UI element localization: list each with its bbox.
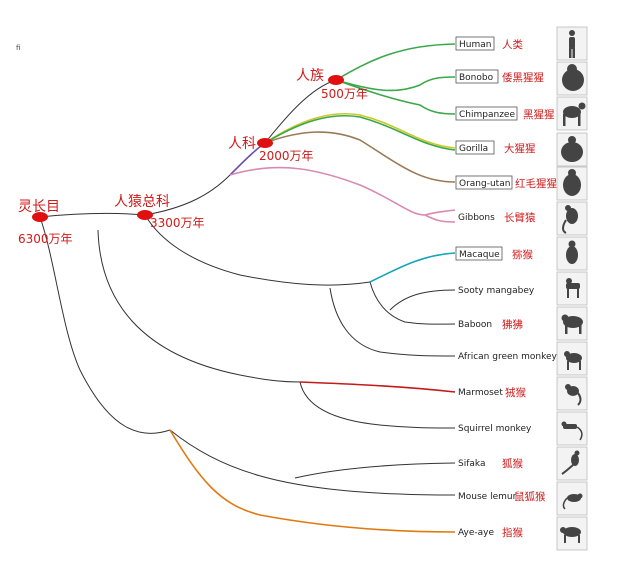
node-name-hominoidea: 人猿总科 xyxy=(114,194,170,210)
species-box-bonobo xyxy=(455,69,499,84)
chimpanzee-icon xyxy=(556,96,588,131)
species-en-squirrel-monkey: Squirrel monkey xyxy=(458,424,532,434)
species-box-gorilla xyxy=(455,140,495,155)
macaque-icon xyxy=(556,236,588,271)
branch-hominoidea-to-hominidae xyxy=(144,174,231,216)
human-icon xyxy=(556,26,588,61)
branch-gorilla-green xyxy=(264,114,456,151)
species-zh-aye-aye: 指猴 xyxy=(502,526,523,539)
tree-branches xyxy=(39,79,456,496)
node-age-hominidae: 2000万年 xyxy=(259,149,314,163)
node-age-homininae: 500万年 xyxy=(321,87,368,101)
squirrel-monkey-icon xyxy=(556,411,588,446)
mouse-lemur-icon xyxy=(556,481,588,516)
species-en-gorilla: Gorilla xyxy=(459,144,488,154)
branch-gorilla-yellow xyxy=(264,112,456,149)
species-labels: Human 人类 Bonobo 倭黑猩猩 Chimpanzee 黑猩猩 Gori… xyxy=(455,36,557,539)
species-zh-macaque: 猕猴 xyxy=(512,248,533,261)
green-monkey-icon xyxy=(556,341,588,376)
branch-to-old-world-monkeys xyxy=(144,214,371,286)
branch-aye-aye-orange xyxy=(169,429,456,533)
node-name-primates: 灵长目 xyxy=(18,199,60,215)
branch-primates-to-hominoidea xyxy=(39,213,146,218)
species-zh-gibbons: 长臂猿 xyxy=(504,211,536,224)
species-en-bonobo: Bonobo xyxy=(459,73,494,83)
node-age-hominoidea: 3300万年 xyxy=(150,216,205,230)
species-en-human: Human xyxy=(459,40,491,50)
branch-papionini xyxy=(369,281,456,325)
branch-afr-green xyxy=(329,287,456,357)
gibbon-icon xyxy=(556,201,588,236)
node-dot-hominidae xyxy=(257,138,273,148)
branch-gibbon-pink-2 xyxy=(424,214,456,223)
branch-sooty xyxy=(389,289,456,311)
species-box-orangutan xyxy=(455,175,513,190)
species-en-macaque: Macaque xyxy=(459,250,500,260)
orangutan-icon xyxy=(556,166,588,201)
species-en-african-green-monkey: African green monkey xyxy=(458,352,557,362)
corner-mark: fi xyxy=(16,44,20,52)
species-en-sifaka: Sifaka xyxy=(458,459,485,469)
branch-primates-to-strepsirrhini xyxy=(39,216,171,434)
species-zh-bonobo: 倭黑猩猩 xyxy=(502,72,544,84)
node-dot-hominoidea xyxy=(137,210,153,220)
species-en-mouse-lemur: Mouse lemur xyxy=(458,492,517,502)
branch-macaque-teal xyxy=(369,252,456,283)
branch-human-green xyxy=(335,43,456,81)
species-box-human xyxy=(455,36,495,51)
branch-orangutan-brown xyxy=(264,131,456,183)
node-name-hominidae: 人科 xyxy=(228,136,256,152)
sifaka-icon xyxy=(556,446,588,481)
species-zh-baboon: 狒狒 xyxy=(502,318,523,331)
branch-bonobo-green xyxy=(335,76,456,92)
branch-marmoset-red xyxy=(299,381,456,393)
branch-squirrel xyxy=(299,381,456,429)
node-dot-primates xyxy=(32,212,48,222)
species-en-orangutan: Orang-utan xyxy=(459,179,510,189)
colored-branches xyxy=(169,43,456,533)
branch-to-new-world xyxy=(97,229,301,383)
marmoset-icon xyxy=(556,376,588,411)
species-zh-human: 人类 xyxy=(502,38,523,51)
branch-chimp-green xyxy=(335,79,456,115)
bonobo-icon xyxy=(556,61,588,96)
species-zh-chimpanzee: 黑猩猩 xyxy=(523,109,555,121)
aye-aye-icon xyxy=(556,516,588,551)
species-zh-gorilla: 大猩猩 xyxy=(504,142,536,155)
node-markers xyxy=(32,75,344,222)
species-box-chimpanzee xyxy=(455,106,518,121)
gorilla-icon xyxy=(556,132,588,167)
species-en-aye-aye: Aye-aye xyxy=(458,528,494,538)
baboon-icon xyxy=(556,306,588,341)
species-en-baboon: Baboon xyxy=(458,320,492,330)
branch-gibbon-pink xyxy=(229,166,456,216)
branch-hominidae-to-homininae xyxy=(264,79,337,144)
species-zh-orangutan: 红毛猩猩 xyxy=(515,177,557,190)
node-labels: 灵长目 6300万年 人猿总科 3300万年 人科 2000万年 人族 500万… xyxy=(18,68,368,246)
node-name-homininae: 人族 xyxy=(296,68,324,84)
species-en-gibbons: Gibbons xyxy=(458,213,495,223)
branch-lemuriformes xyxy=(169,429,456,496)
species-en-sooty-mangabey: Sooty mangabey xyxy=(458,286,535,296)
species-box-macaque xyxy=(455,246,503,261)
species-en-chimpanzee: Chimpanzee xyxy=(459,110,515,120)
species-zh-marmoset: 狨猴 xyxy=(505,386,526,399)
mangabey-icon xyxy=(556,271,588,306)
species-thumbnails xyxy=(556,26,588,551)
species-en-marmoset: Marmoset xyxy=(458,388,503,398)
species-zh-mouse-lemur: 鼠狐猴 xyxy=(514,490,546,503)
node-dot-homininae xyxy=(328,75,344,85)
species-zh-sifaka: 狐猴 xyxy=(502,457,523,470)
node-age-primates: 6300万年 xyxy=(18,232,73,246)
branch-sifaka xyxy=(294,462,456,479)
